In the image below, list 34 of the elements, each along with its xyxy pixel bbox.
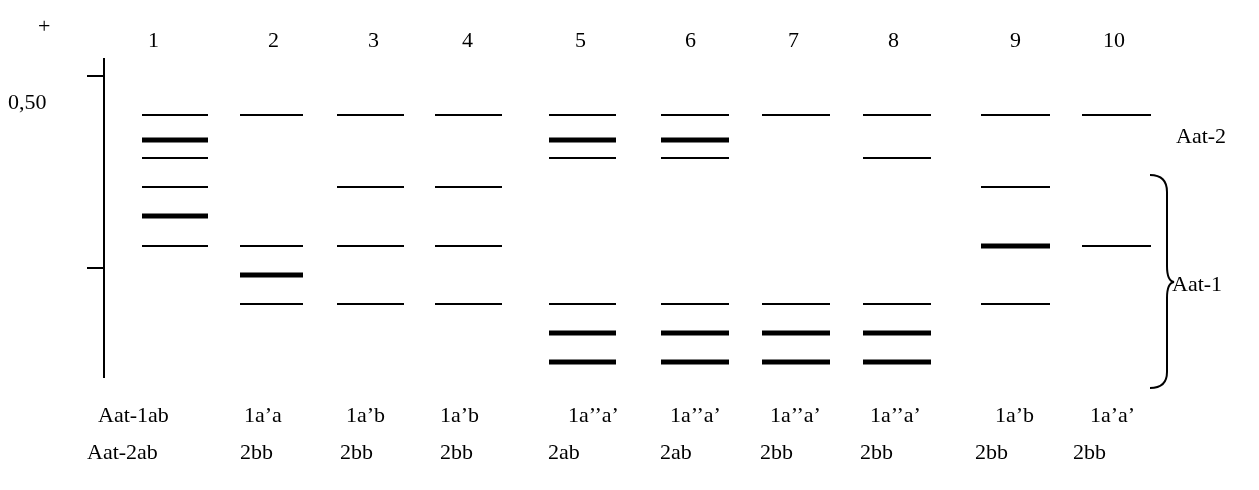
lane-number: 3 xyxy=(368,28,379,52)
lane-number: 7 xyxy=(788,28,799,52)
genotype-label: 2bb xyxy=(240,440,273,464)
genotype-label: 2bb xyxy=(975,440,1008,464)
genotype-label: 2bb xyxy=(860,440,893,464)
genotype-label: 1a’’a’ xyxy=(568,403,619,427)
lane-number: 4 xyxy=(462,28,473,52)
genotype-label: 2bb xyxy=(760,440,793,464)
genotype-label: 2bb xyxy=(340,440,373,464)
genotype-label: 1a’’a’ xyxy=(670,403,721,427)
genotype-label: 1a’a xyxy=(244,403,282,427)
lane-number: 6 xyxy=(685,28,696,52)
genotype-label: 1a’b xyxy=(440,403,480,427)
genotype-label: Aat-2ab xyxy=(87,440,158,464)
lane-number: 2 xyxy=(268,28,279,52)
genotype-label: 1a’a’ xyxy=(1090,403,1136,427)
locus-label: Aat-2 xyxy=(1176,124,1227,148)
genotype-label: 2bb xyxy=(440,440,473,464)
genotype-label: 1a’’a’ xyxy=(870,403,921,427)
lane-number: 9 xyxy=(1010,28,1021,52)
genotype-label: 1a’b xyxy=(995,403,1035,427)
genotype-label: 2ab xyxy=(548,440,580,464)
genotype-label: 1a’’a’ xyxy=(770,403,821,427)
locus-label: Aat-1 xyxy=(1172,272,1223,296)
genotype-label: 2bb xyxy=(1073,440,1106,464)
scale-value: 0,50 xyxy=(8,90,47,114)
lane-number: 8 xyxy=(888,28,899,52)
lane-number: 10 xyxy=(1103,28,1125,52)
genotype-label: 2ab xyxy=(660,440,692,464)
lane-number: 1 xyxy=(148,28,159,52)
lane-number: 5 xyxy=(575,28,586,52)
polarity-sign: + xyxy=(38,14,51,38)
genotype-label: Aat-1ab xyxy=(98,403,169,427)
genotype-label: 1a’b xyxy=(346,403,386,427)
